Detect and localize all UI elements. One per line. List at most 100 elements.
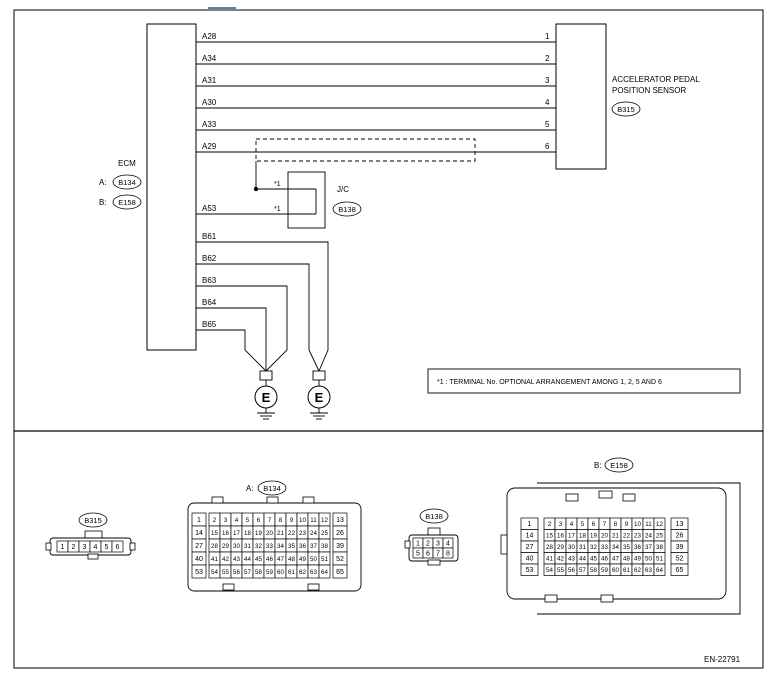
pin-20: 20: [601, 533, 608, 540]
pin-63: 63: [310, 569, 317, 576]
pin-59: 59: [266, 569, 273, 576]
pin-24: 24: [645, 533, 652, 540]
b-e158-prefix: B:: [594, 461, 602, 470]
ground-2-letter: E: [315, 390, 324, 405]
pin-3: 3: [224, 517, 228, 524]
pin-24: 24: [310, 530, 317, 537]
pin-10: 10: [299, 517, 306, 524]
sensor-pin-5: 5: [545, 120, 550, 129]
pin-25: 25: [321, 530, 328, 537]
pin-11: 11: [645, 521, 652, 528]
pin-43: 43: [568, 556, 575, 563]
shield-dashed-box: [255, 138, 476, 162]
pin-46: 46: [266, 556, 273, 563]
pin-27: 27: [195, 543, 203, 550]
pin-44: 44: [244, 556, 251, 563]
pin-21: 21: [612, 533, 619, 540]
pin-27: 27: [526, 544, 534, 551]
ecm-conn-b-code: E158: [118, 198, 136, 207]
sensor-conn-oval: [611, 101, 641, 117]
pin-48: 48: [288, 556, 295, 563]
pin-47: 47: [277, 556, 284, 563]
pin-28: 28: [211, 543, 218, 550]
terminal-a29: A29: [202, 142, 217, 151]
pin-26: 26: [336, 530, 344, 537]
pin-12: 12: [656, 521, 663, 528]
ecm-conn-a-prefix: A:: [99, 178, 107, 187]
ecm-label: ECM: [118, 159, 136, 168]
pin-14: 14: [526, 533, 534, 540]
b138-pin-7: 7: [436, 550, 440, 557]
pin-63: 63: [645, 567, 652, 574]
pin-50: 50: [310, 556, 317, 563]
pin-61: 61: [288, 569, 295, 576]
b315-pin-3: 3: [83, 544, 87, 551]
pin-8: 8: [279, 517, 283, 524]
pin-37: 37: [310, 543, 317, 550]
pin-9: 9: [625, 521, 629, 528]
pin-46: 46: [601, 556, 608, 563]
pin-35: 35: [288, 543, 295, 550]
pin-34: 34: [612, 544, 619, 551]
terminal-a53: A53: [202, 204, 217, 213]
pin-55: 55: [557, 567, 564, 574]
terminal-b62: B62: [202, 254, 217, 263]
pin-2: 2: [548, 521, 552, 528]
pin-49: 49: [634, 556, 641, 563]
sensor-pin-1: 1: [545, 32, 550, 41]
pin-33: 33: [266, 543, 273, 550]
terminal-b65: B65: [202, 320, 217, 329]
pin-64: 64: [656, 567, 663, 574]
pin-40: 40: [526, 556, 534, 563]
pin-59: 59: [601, 567, 608, 574]
b315-label: B315: [84, 516, 102, 525]
pin-65: 65: [336, 569, 344, 576]
pin-40: 40: [195, 556, 203, 563]
pin-19: 19: [590, 533, 597, 540]
pin-38: 38: [321, 543, 328, 550]
pin-31: 31: [579, 544, 586, 551]
ecm-conn-a-oval: [112, 174, 142, 190]
wire-b64: B64: [196, 298, 267, 371]
pin-8: 8: [614, 521, 618, 528]
b315-pin-1: 1: [61, 544, 65, 551]
pin-19: 19: [255, 530, 262, 537]
pin-31: 31: [244, 543, 251, 550]
b-e158-label: E158: [610, 461, 628, 470]
pin-1: 1: [528, 521, 532, 528]
pin-15: 15: [546, 533, 553, 540]
pin-15: 15: [211, 530, 218, 537]
pin-34: 34: [277, 543, 284, 550]
terminal-a28: A28: [202, 32, 217, 41]
jc-conn-code: B138: [338, 205, 356, 214]
b138-pin-4: 4: [446, 540, 450, 547]
pin-56: 56: [233, 569, 240, 576]
b315-pin-6-cell: [111, 540, 124, 553]
sensor-pin-6: 6: [545, 142, 550, 151]
ecm-conn-a-code: B134: [118, 178, 136, 187]
terminal-b61: B61: [202, 232, 217, 241]
pin-58: 58: [255, 569, 262, 576]
pin-61: 61: [623, 567, 630, 574]
pin-36: 36: [299, 543, 306, 550]
pin-62: 62: [634, 567, 641, 574]
pin-17: 17: [568, 533, 575, 540]
b315-pin-2: 2: [72, 544, 76, 551]
pin-3: 3: [559, 521, 563, 528]
pin-23: 23: [299, 530, 306, 537]
pin-4: 4: [570, 521, 574, 528]
pin-16: 16: [557, 533, 564, 540]
jc-conn-oval: [332, 201, 362, 217]
pin-32: 32: [255, 543, 262, 550]
outer-frame: [13, 9, 764, 669]
pin-39: 39: [336, 543, 344, 550]
pin-58: 58: [590, 567, 597, 574]
pin-9: 9: [290, 517, 294, 524]
pin-28: 28: [546, 544, 553, 551]
pin-56: 56: [568, 567, 575, 574]
pin-42: 42: [222, 556, 229, 563]
pin-29: 29: [222, 543, 229, 550]
